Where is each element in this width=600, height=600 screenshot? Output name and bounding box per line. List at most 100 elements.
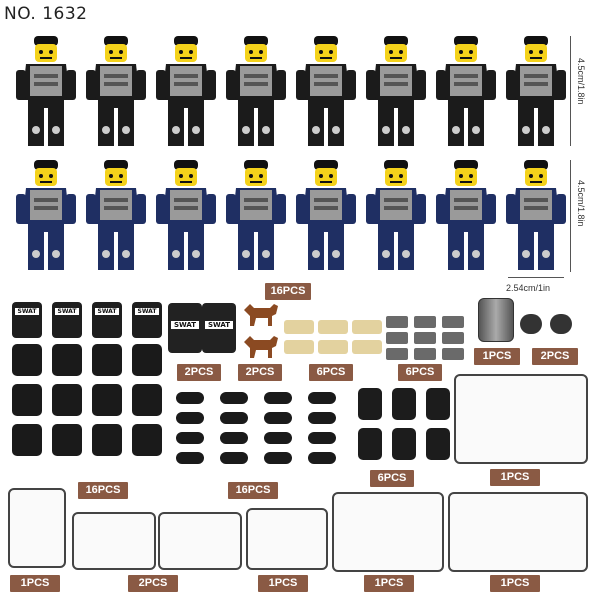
vest-label: SWAT: [135, 308, 159, 315]
armor-piece: [12, 384, 42, 416]
product-number: NO. 1632: [4, 4, 88, 24]
hand-piece: [264, 392, 292, 404]
brick: [414, 316, 436, 328]
dogs-count-badge: 2PCS: [238, 364, 282, 381]
minifigure: [224, 30, 288, 150]
armor-piece: [92, 384, 122, 416]
hand-piece: [176, 452, 204, 464]
minifigure: [14, 30, 78, 150]
hand-piece: [308, 452, 336, 464]
hands-count-badge: 16PCS: [228, 482, 278, 499]
sandbag: [318, 320, 348, 334]
backpack: [358, 388, 382, 420]
backpack: [426, 428, 450, 460]
riot-shield: SWAT: [202, 303, 236, 353]
shields-count-badge: 2PCS: [177, 364, 221, 381]
brick: [414, 332, 436, 344]
dimension-line-row2: [570, 160, 571, 272]
brick: [386, 332, 408, 344]
minifigure: [294, 30, 358, 150]
shield-label: SWAT: [171, 321, 199, 329]
swat-vest: SWAT: [52, 302, 82, 338]
hand-piece: [264, 432, 292, 444]
hand-piece: [220, 412, 248, 424]
sandbag: [352, 320, 382, 334]
sprue-e-count-badge: 1PCS: [490, 575, 540, 592]
shield-label: SWAT: [205, 321, 233, 329]
brick: [442, 348, 464, 360]
minifigure: [84, 30, 148, 150]
minifigure: [154, 30, 218, 150]
minifigure: [364, 154, 428, 274]
sandbag: [284, 340, 314, 354]
dimension-label-width: 2.54cm/1in: [506, 283, 551, 293]
vest-label: SWAT: [95, 308, 119, 315]
armor-piece: [12, 424, 42, 456]
armor-piece: [92, 344, 122, 376]
minifigure: [364, 30, 428, 150]
brick: [442, 316, 464, 328]
sprue-b-count-badge: 2PCS: [128, 575, 178, 592]
sandbag: [352, 340, 382, 354]
hand-piece: [176, 432, 204, 444]
hand-piece: [220, 432, 248, 444]
armor-piece: [52, 384, 82, 416]
swat-vest: SWAT: [92, 302, 122, 338]
hand-piece: [220, 452, 248, 464]
armor-piece: [132, 424, 162, 456]
backpack: [358, 428, 382, 460]
backpack: [392, 388, 416, 420]
minifigure: [504, 30, 568, 150]
masks-count-badge: 2PCS: [532, 348, 578, 365]
swat-vest: SWAT: [12, 302, 42, 338]
sprue-b: [72, 512, 156, 570]
sprue-c: [246, 508, 328, 570]
dog-figure: [244, 304, 278, 326]
hand-piece: [264, 452, 292, 464]
sprue-a-count-badge: 1PCS: [10, 575, 60, 592]
backpack: [426, 388, 450, 420]
dimension-line-row1: [570, 36, 571, 146]
minifigure: [14, 154, 78, 274]
backpacks-count-badge: 6PCS: [370, 470, 414, 487]
brick: [386, 348, 408, 360]
gas-mask: [550, 314, 572, 334]
dog-figure: [244, 336, 278, 358]
riot-shield: SWAT: [168, 303, 202, 353]
barrel: [478, 298, 514, 342]
backpack: [392, 428, 416, 460]
weapons-sprue-large-count-badge: 1PCS: [490, 469, 540, 486]
minifigure: [504, 154, 568, 274]
sandbag: [284, 320, 314, 334]
swat-vest: SWAT: [132, 302, 162, 338]
brick: [442, 332, 464, 344]
vest-label: SWAT: [55, 308, 79, 315]
minifigure: [294, 154, 358, 274]
hand-piece: [176, 392, 204, 404]
sprue-c-count-badge: 1PCS: [258, 575, 308, 592]
barrel-count-badge: 1PCS: [474, 348, 520, 365]
minifigure: [434, 30, 498, 150]
hand-piece: [264, 412, 292, 424]
hand-piece: [308, 432, 336, 444]
armor-piece: [12, 344, 42, 376]
hand-piece: [308, 392, 336, 404]
vests-count-badge: 16PCS: [78, 482, 128, 499]
armor-piece: [52, 424, 82, 456]
gas-mask: [520, 314, 542, 334]
dimension-line-width: [508, 277, 564, 278]
hand-piece: [308, 412, 336, 424]
sandbags-count-badge: 6PCS: [309, 364, 353, 381]
sprue-a: [8, 488, 66, 568]
vest-label: SWAT: [15, 308, 39, 315]
armor-piece: [132, 344, 162, 376]
dimension-label-row1: 4.5cm/1.8in: [576, 58, 586, 105]
sprue-e: [448, 492, 588, 572]
sprue-b: [158, 512, 242, 570]
sprue-d: [332, 492, 444, 572]
minifigure: [434, 154, 498, 274]
minifigure: [154, 154, 218, 274]
armor-piece: [92, 424, 122, 456]
dimension-label-row2: 4.5cm/1.8in: [576, 180, 586, 227]
figures-count-badge: 16PCS: [265, 283, 311, 300]
